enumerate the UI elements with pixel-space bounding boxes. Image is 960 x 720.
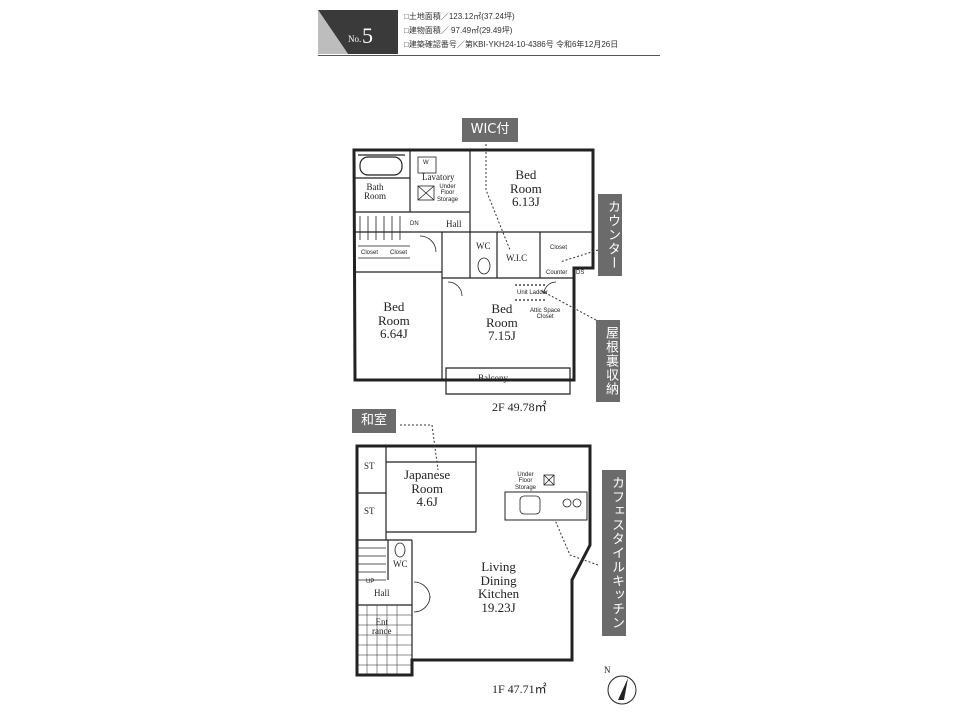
2f-wc: WC	[476, 241, 491, 251]
1f-hall: Hall	[374, 588, 390, 598]
1f-japanese-room: Japanese Room 4.6J	[404, 467, 451, 510]
spec-land-area: □土地面積／123.12㎡(37.24坪)	[404, 12, 515, 21]
2f-bath-room: Bath Room	[364, 182, 387, 202]
2f-washer: W	[423, 160, 429, 166]
spec-permit-number: □建築確認番号／第KBI-YKH24-10-4386号 令和6年12月26日	[404, 40, 619, 49]
header-rule	[318, 55, 660, 56]
1f-floor-area: 1F 47.71㎡	[492, 682, 547, 696]
1f-entrance: Ent rance	[372, 617, 392, 637]
2f-under-floor-storage: Under Floor Storage	[437, 184, 459, 203]
2f-attic-closet: Attic Space Closet	[530, 308, 561, 321]
2f-outer-wall	[352, 148, 595, 382]
2f-ds: DS	[576, 270, 585, 276]
callout-counter: カウンター	[598, 194, 622, 276]
callout-washitsu: 和室	[352, 409, 396, 433]
2f-balcony: Balcony	[478, 373, 508, 383]
2f-bedroom-2: Bed Room 6.64J	[378, 299, 410, 342]
2f-counter: Counter	[546, 270, 568, 276]
2f-lavatory: Lavatory	[422, 172, 455, 182]
callout-cafe-kitchen: カフェスタイルキッチン	[602, 470, 626, 636]
2f-bedroom-1: Bed Room 6.13J	[510, 167, 542, 210]
1f-up: UP	[366, 579, 375, 585]
1f-wc: WC	[393, 559, 408, 569]
1f-outer-wall	[355, 444, 592, 677]
2f-unit-ladder: Unit Ladder	[517, 290, 549, 296]
balcony-outline	[445, 367, 571, 395]
spec-building-area: □建物面積／ 97.49㎡(29.49坪)	[404, 26, 513, 35]
2f-hall: Hall	[446, 219, 462, 229]
2f-floor-area: 2F 49.78㎡	[492, 400, 547, 414]
2f-wic: W.I.C	[506, 253, 528, 263]
property-number-badge: No. 5	[318, 10, 398, 54]
2f-closet-3: Closet	[550, 245, 568, 251]
2f-dn: DN	[410, 221, 419, 227]
callout-wic: WIC付	[462, 118, 518, 142]
1f-under-floor-storage: Under Floor Storage	[515, 472, 537, 491]
north-label: N	[604, 665, 611, 675]
2f-bedroom-3: Bed Room 7.15J	[486, 301, 518, 344]
number-value: 5	[362, 23, 373, 48]
callout-attic: 屋根裏収納	[596, 320, 620, 402]
2f-closet-2: Closet	[390, 250, 408, 256]
north-compass-icon	[607, 675, 637, 705]
2f-closet-1: Closet	[361, 250, 379, 256]
1f-storage-1: ST	[364, 461, 375, 471]
number-prefix: No.	[348, 34, 361, 44]
1f-living-dining-kitchen: Living Dining Kitchen 19.23J	[478, 559, 520, 615]
1f-storage-2: ST	[364, 506, 375, 516]
